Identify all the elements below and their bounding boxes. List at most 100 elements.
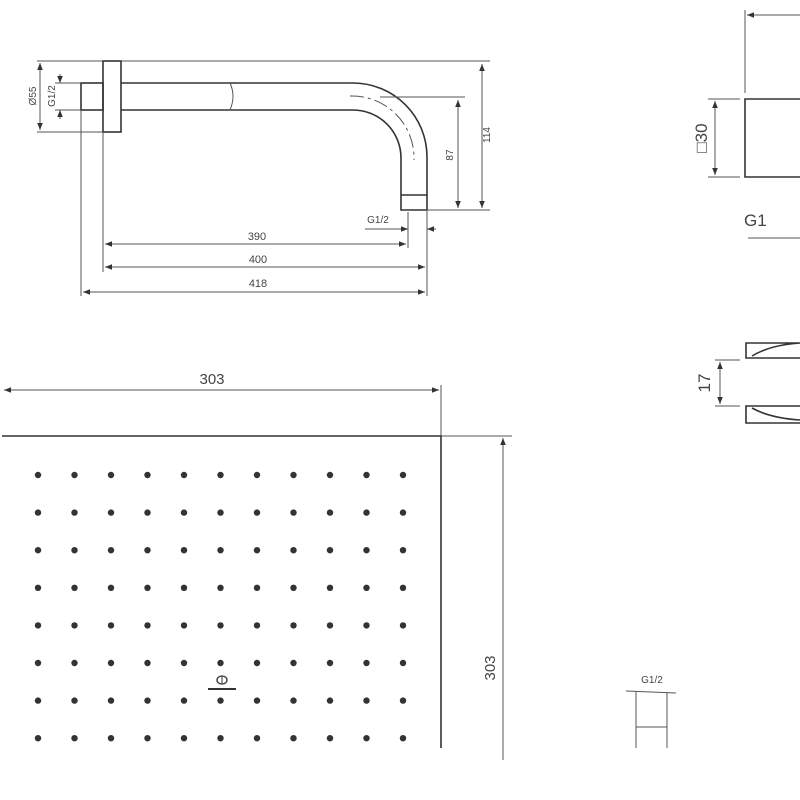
nozzle-dot xyxy=(107,622,115,629)
nozzle-dot xyxy=(253,622,261,629)
nozzle-dot xyxy=(217,697,224,704)
nozzle-dot xyxy=(363,509,370,516)
nozzle-dot xyxy=(180,697,188,704)
nozzle-dot xyxy=(326,622,334,629)
dim-square-30-label: □30 xyxy=(692,123,711,152)
dim-390-label: 390 xyxy=(248,231,266,243)
nozzle-dot xyxy=(34,584,42,591)
nozzle-dot xyxy=(71,471,78,479)
nozzle-dot xyxy=(253,584,261,591)
nozzle-dot xyxy=(399,584,407,591)
wall-flange xyxy=(102,60,122,133)
nozzle-dot xyxy=(253,659,261,667)
nozzle-dot xyxy=(217,659,224,667)
nozzle-dot xyxy=(144,471,151,479)
nozzle-dot xyxy=(144,509,151,516)
connector-thread-label: G1/2 xyxy=(641,675,663,686)
nozzle-dot xyxy=(363,584,370,591)
nozzle-dot xyxy=(180,547,188,554)
nozzle-grid xyxy=(34,471,407,742)
nozzle-dot xyxy=(180,622,188,629)
square-body xyxy=(744,98,800,178)
nozzle-dot xyxy=(180,659,188,667)
dim-outlet-thread-label: G1/2 xyxy=(367,215,389,226)
nozzle-dot xyxy=(253,547,261,554)
dim-width-303-label: 303 xyxy=(199,371,224,388)
connector-view: G1/2 xyxy=(625,675,677,748)
nozzle-dot xyxy=(290,584,297,591)
inlet-thread-stub xyxy=(80,82,104,111)
nozzle-dot xyxy=(290,471,297,479)
nozzle-dot xyxy=(71,659,78,667)
nozzle-dot xyxy=(107,471,115,479)
nozzle-dot xyxy=(34,547,42,554)
nozzle-dot xyxy=(253,735,261,742)
bottom-plate-profile xyxy=(745,405,800,424)
nozzle-dot xyxy=(363,622,370,629)
brand-logo xyxy=(208,675,236,690)
dim-87-label: 87 xyxy=(445,149,456,161)
nozzle-dot xyxy=(34,659,42,667)
arm-pipe xyxy=(121,82,428,211)
top-plate-profile xyxy=(745,342,800,359)
nozzle-dot xyxy=(217,622,224,629)
side-view: □30 G1 17 xyxy=(692,10,800,424)
dim-418-label: 418 xyxy=(249,278,267,290)
nozzle-dot xyxy=(217,735,224,742)
nozzle-dot xyxy=(34,622,42,629)
nozzle-dot xyxy=(363,659,370,667)
nozzle-dot xyxy=(34,697,42,704)
nozzle-dot xyxy=(180,471,188,479)
dim-inlet-thread-label: G1/2 xyxy=(47,85,58,107)
nozzle-dot xyxy=(180,509,188,516)
nozzle-dot xyxy=(290,547,297,554)
nozzle-dot xyxy=(253,509,261,516)
nozzle-dot xyxy=(326,735,334,742)
nozzle-dot xyxy=(326,547,334,554)
nozzle-dot xyxy=(34,735,42,742)
dim-height-303-label: 303 xyxy=(482,655,499,680)
shower-head-top-view: 303 303 xyxy=(2,371,512,760)
nozzle-dot xyxy=(217,509,224,516)
nozzle-dot xyxy=(363,697,370,704)
dim-114-label: 114 xyxy=(482,127,493,143)
nozzle-dot xyxy=(399,547,407,554)
nozzle-dot xyxy=(180,584,188,591)
nozzle-dot xyxy=(180,735,188,742)
nozzle-dot xyxy=(144,584,151,591)
nozzle-dot xyxy=(326,659,334,667)
dim-diameter-55-label: Ø55 xyxy=(28,86,39,105)
nozzle-dot xyxy=(290,659,297,667)
nozzle-dot xyxy=(290,622,297,629)
nozzle-dot xyxy=(71,547,78,554)
nozzle-dot xyxy=(107,509,115,516)
nozzle-dot xyxy=(107,659,115,667)
shower-arm-view: 114 87 Ø55 G1/2 G1/2 390 400 418 xyxy=(28,60,493,296)
nozzle-dot xyxy=(290,509,297,516)
nozzle-dot xyxy=(144,659,151,667)
nozzle-dot xyxy=(71,622,78,629)
nozzle-dot xyxy=(71,697,78,704)
nozzle-dot xyxy=(399,697,407,704)
nozzle-dot xyxy=(107,547,115,554)
nozzle-dot xyxy=(107,584,115,591)
nozzle-dot xyxy=(363,735,370,742)
centerline-arc xyxy=(349,95,415,161)
nozzle-dot xyxy=(399,509,407,516)
dim-17-label: 17 xyxy=(695,374,714,393)
nozzle-dot xyxy=(326,584,334,591)
dim-400-label: 400 xyxy=(249,254,267,266)
nozzle-dot xyxy=(71,509,78,516)
nozzle-dot xyxy=(253,471,261,479)
nozzle-dot xyxy=(290,735,297,742)
nozzle-dot xyxy=(399,622,407,629)
nozzle-dot xyxy=(217,471,224,479)
nozzle-dot xyxy=(144,622,151,629)
nozzle-dot xyxy=(399,735,407,742)
nozzle-dot xyxy=(326,509,334,516)
nozzle-dot xyxy=(363,471,370,479)
nozzle-dot xyxy=(217,547,224,554)
nozzle-dot xyxy=(326,471,334,479)
nozzle-dot xyxy=(290,697,297,704)
